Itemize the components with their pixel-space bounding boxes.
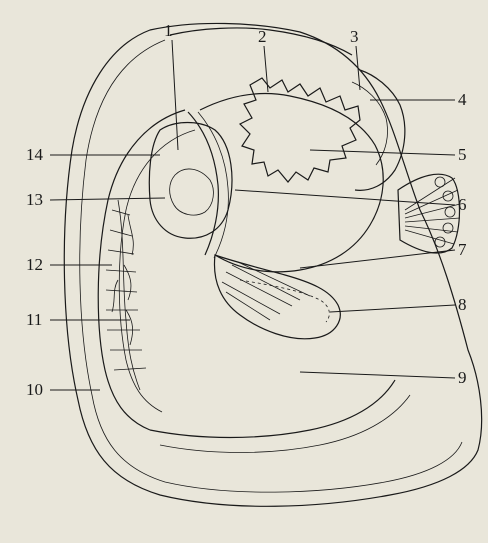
mantle-cavity-lower	[150, 380, 395, 438]
mantle-cavity-lower-inner	[160, 395, 410, 453]
label-2: 2	[258, 27, 267, 46]
label-6: 6	[458, 195, 467, 214]
intestine-loop	[188, 112, 218, 255]
label-12: 12	[26, 255, 43, 274]
pericardial-cavity	[149, 123, 232, 239]
heart-ventricle	[170, 169, 214, 215]
label-4: 4	[458, 90, 467, 109]
mantle-left-inner	[119, 130, 195, 412]
label-1: 1	[164, 21, 173, 40]
label-13: 13	[26, 190, 43, 209]
outer-shell-outline	[64, 23, 481, 506]
label-7: 7	[458, 240, 467, 259]
shell-inner-outline	[80, 40, 462, 492]
label-3: 3	[350, 27, 359, 46]
label-5: 5	[458, 145, 467, 164]
adductor-muscle-fan	[398, 174, 460, 253]
label-10: 10	[26, 380, 43, 399]
label-9: 9	[458, 368, 467, 387]
label-11: 11	[26, 310, 42, 329]
label-14: 14	[26, 145, 44, 164]
label-8: 8	[458, 295, 467, 314]
